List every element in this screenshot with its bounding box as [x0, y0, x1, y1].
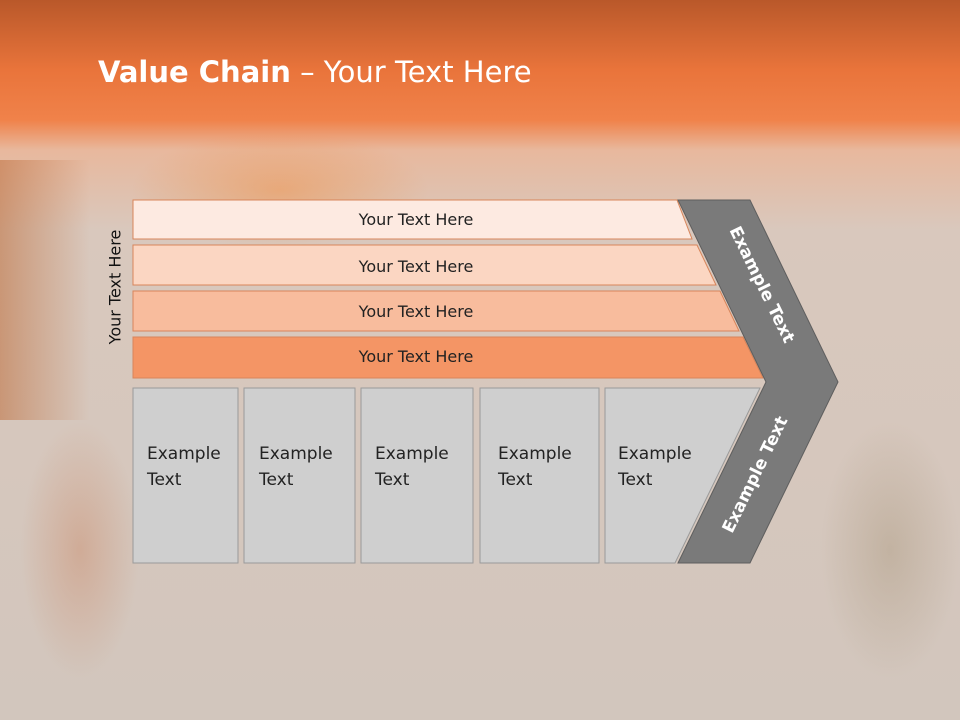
- reflection-box-3-line1: Example: [375, 664, 449, 684]
- reflection-box-5-line2: Text: [617, 638, 653, 658]
- box-4-line1: Example: [498, 444, 572, 464]
- reflection-box-2-line1: Example: [259, 664, 333, 684]
- title-rest: – Your Text Here: [290, 55, 532, 89]
- box-4: [479, 387, 600, 564]
- band-1: [132, 199, 693, 240]
- box-3-line2: Text: [374, 470, 410, 490]
- box-1-line2: Text: [146, 470, 182, 490]
- box-1: [132, 387, 239, 564]
- reflection-box-5: [604, 564, 751, 720]
- reflection-box-1-line2: Text: [146, 638, 182, 658]
- box-5-line1: Example: [618, 444, 692, 464]
- reflection-box-4: [479, 564, 600, 720]
- reflection-box-3-line2: Text: [374, 638, 410, 658]
- reflection-box-3: [360, 564, 474, 720]
- band-3-label: Your Text Here: [358, 302, 474, 321]
- box-2: [243, 387, 356, 564]
- reflection-box-2-line2: Text: [258, 638, 294, 658]
- box-3-line1: Example: [375, 444, 449, 464]
- band-1-label: Your Text Here: [358, 210, 474, 229]
- box-5-line2: Text: [617, 470, 653, 490]
- band-3: [132, 290, 740, 332]
- box-3: [360, 387, 474, 564]
- reflection: Example Text Example Text Example Text E…: [132, 564, 826, 720]
- box-4-line2: Text: [497, 470, 533, 490]
- title-bold: Value Chain: [98, 55, 291, 89]
- page-title: Value Chain – Your Text Here: [98, 55, 532, 89]
- box-2-line1: Example: [259, 444, 333, 464]
- reflection-box-4-line1: Example: [498, 664, 572, 684]
- band-4: [132, 336, 764, 379]
- box-5: [604, 387, 761, 564]
- reflection-box-4-line2: Text: [497, 638, 533, 658]
- band-4-label: Your Text Here: [358, 347, 474, 366]
- chevron-arrow: [677, 199, 839, 564]
- reflection-box-2: [243, 564, 356, 720]
- reflection-box-5-line1: Example: [618, 664, 692, 684]
- band-2: [132, 244, 717, 286]
- box-1-line1: Example: [147, 444, 221, 464]
- reflection-box-1-line1: Example: [147, 664, 221, 684]
- band-2-label: Your Text Here: [358, 257, 474, 276]
- box-2-line2: Text: [258, 470, 294, 490]
- reflection-chevron-lower: [678, 565, 826, 720]
- reflection-box-1: [132, 564, 239, 720]
